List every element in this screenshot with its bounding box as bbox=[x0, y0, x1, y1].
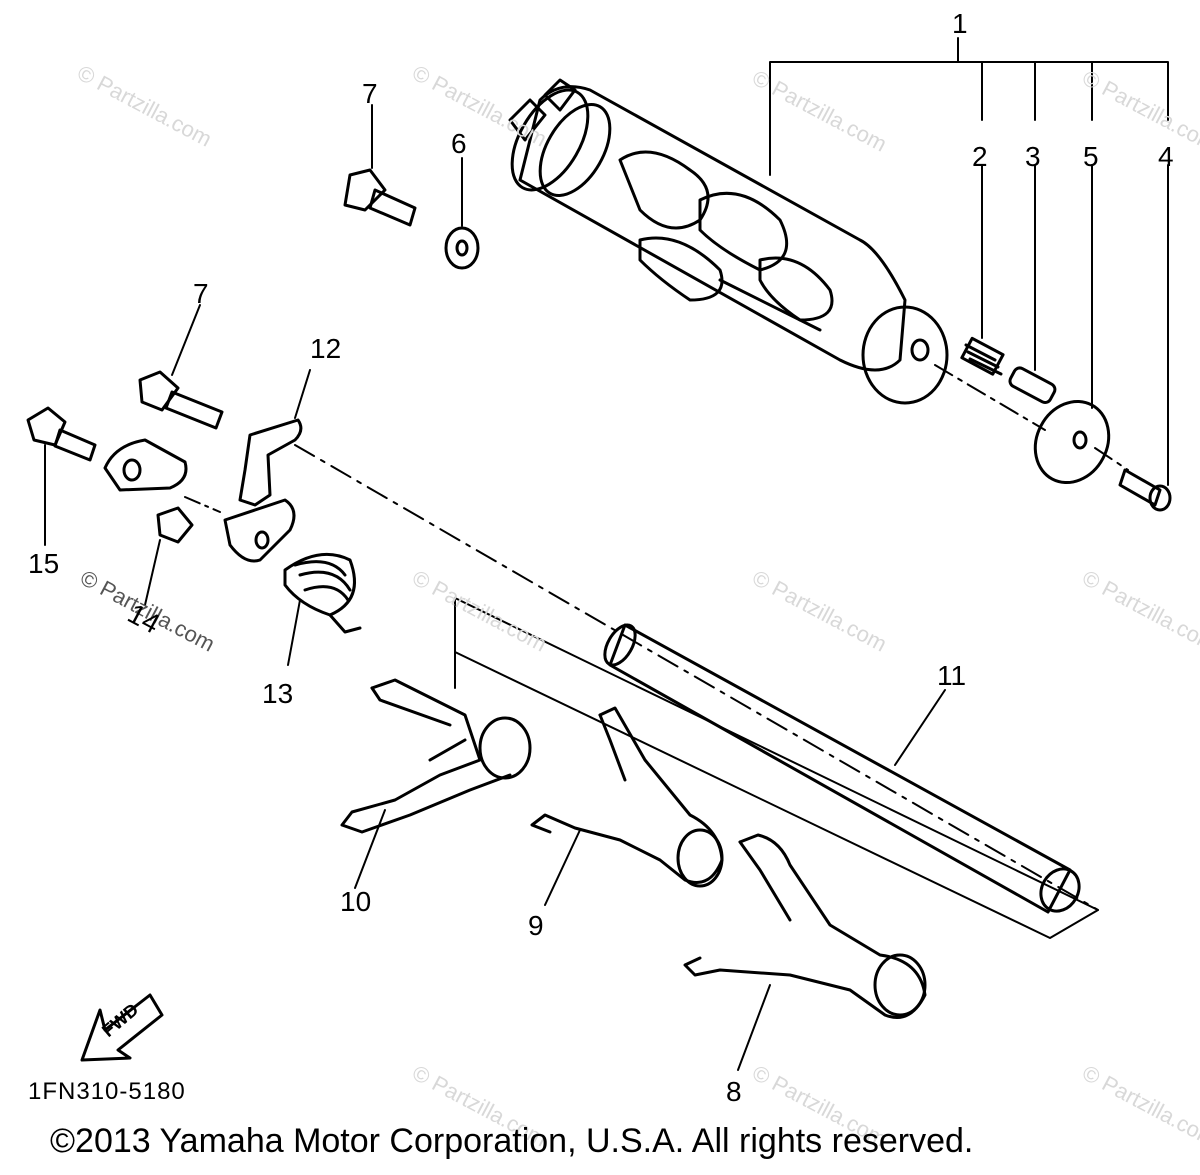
callout-13: 13 bbox=[262, 678, 294, 709]
axis-line bbox=[294, 444, 1099, 911]
callout-12: 12 bbox=[310, 333, 342, 364]
callout-7-top: 7 bbox=[362, 78, 378, 109]
pin-3 bbox=[1008, 164, 1057, 405]
shift-fork-9 bbox=[530, 706, 724, 906]
callout-10: 10 bbox=[340, 886, 372, 917]
callout-1-bracket bbox=[769, 37, 1169, 176]
spring-13 bbox=[283, 552, 362, 666]
shift-fork-10 bbox=[340, 678, 532, 889]
callout-11: 11 bbox=[937, 660, 967, 691]
fork-bracket bbox=[454, 597, 1099, 939]
shift-fork-8 bbox=[683, 833, 927, 1071]
copyright-notice: ©2013 Yamaha Motor Corporation, U.S.A. A… bbox=[50, 1122, 974, 1160]
callout-1: 1 bbox=[952, 8, 968, 39]
washer-6 bbox=[444, 157, 480, 270]
fwd-arrow-icon bbox=[80, 993, 164, 1062]
callout-7-lower: 7 bbox=[193, 278, 209, 309]
plate-5 bbox=[1033, 164, 1111, 485]
bolt-7-lower bbox=[138, 304, 224, 430]
callout-15: 15 bbox=[28, 548, 60, 579]
callout-5: 5 bbox=[1083, 141, 1099, 172]
pin-spring-2 bbox=[960, 164, 1005, 376]
stopper-lever-14 bbox=[103, 438, 221, 606]
segment-12 bbox=[223, 369, 311, 563]
shift-shaft-11 bbox=[603, 623, 1081, 914]
screw-4 bbox=[1118, 164, 1172, 512]
callout-4: 4 bbox=[1158, 141, 1174, 172]
callout-3: 3 bbox=[1025, 141, 1041, 172]
bolt-7-top bbox=[343, 104, 417, 227]
callout-8: 8 bbox=[726, 1076, 742, 1107]
callout-6: 6 bbox=[451, 128, 467, 159]
shift-drum bbox=[508, 78, 949, 405]
callout-9: 9 bbox=[528, 910, 544, 941]
callout-2: 2 bbox=[972, 141, 988, 172]
bolt-15 bbox=[26, 406, 97, 546]
diagram-code: 1FN310-5180 bbox=[28, 1078, 186, 1105]
